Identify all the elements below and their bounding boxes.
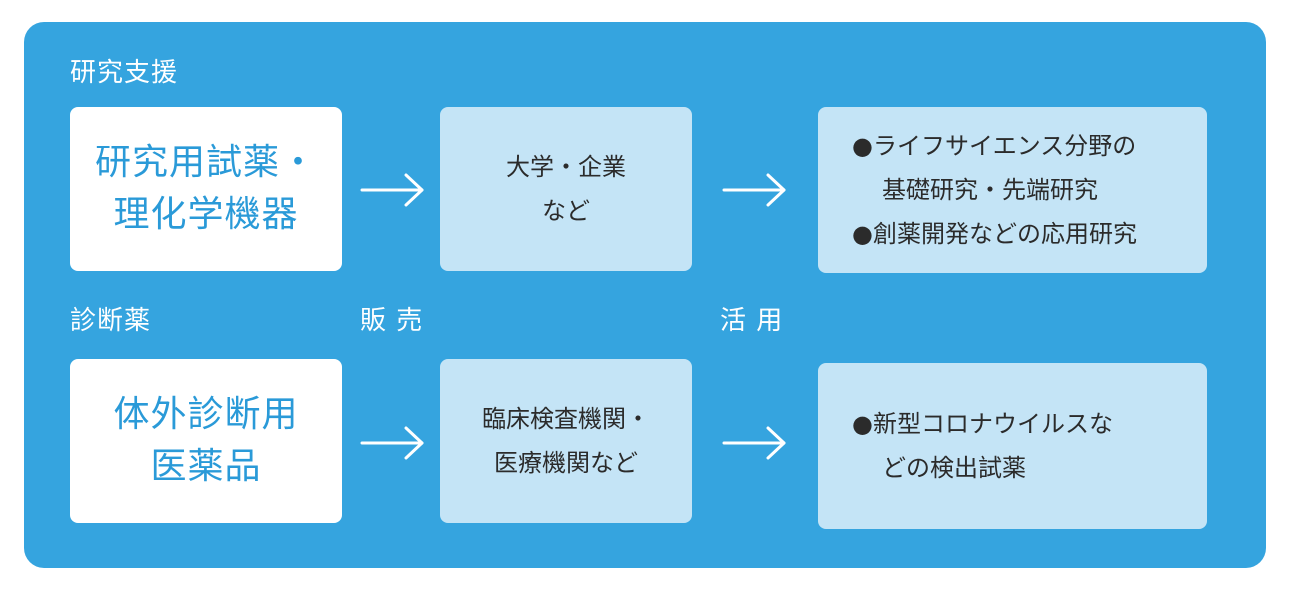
section-label-research-support: 研究支援	[70, 58, 179, 88]
customer-line: など	[542, 197, 590, 225]
usage-box-research: ●ライフサイエンス分野の 基礎研究・先端研究 ●創薬開発などの応用研究	[818, 107, 1207, 273]
flow-label-sales: 販 売	[360, 306, 424, 336]
product-line: 体外診断用	[113, 394, 299, 435]
right-arrow-icon	[360, 426, 424, 460]
product-box-research-reagents: 研究用試薬・ 理化学機器	[70, 107, 342, 271]
usage-box-diagnostics: ●新型コロナウイルスな どの検出試薬	[818, 363, 1207, 529]
customer-box-clinical-labs: 臨床検査機関・ 医療機関など	[440, 359, 692, 523]
flow-label-utilization: 活 用	[720, 306, 784, 336]
customer-line: 大学・企業	[506, 153, 626, 181]
product-line: 理化学機器	[113, 194, 299, 235]
customer-line: 臨床検査機関・	[482, 405, 650, 433]
section-label-diagnostics: 診断薬	[70, 306, 152, 336]
right-arrow-icon	[722, 173, 786, 207]
product-box-in-vitro-diagnostics: 体外診断用 医薬品	[70, 359, 342, 523]
right-arrow-icon	[722, 426, 786, 460]
usage-line: ●ライフサイエンス分野の	[852, 132, 1137, 160]
right-arrow-icon	[360, 173, 424, 207]
usage-line: ●新型コロナウイルスな	[852, 410, 1113, 438]
customer-line: 医療機関など	[494, 449, 638, 477]
product-line: 医薬品	[150, 446, 262, 487]
usage-line: 基礎研究・先端研究	[882, 176, 1098, 204]
customer-box-universities: 大学・企業 など	[440, 107, 692, 271]
usage-line: どの検出試薬	[882, 454, 1026, 482]
product-line: 研究用試薬・	[94, 142, 317, 183]
usage-line: ●創薬開発などの応用研究	[852, 220, 1137, 248]
